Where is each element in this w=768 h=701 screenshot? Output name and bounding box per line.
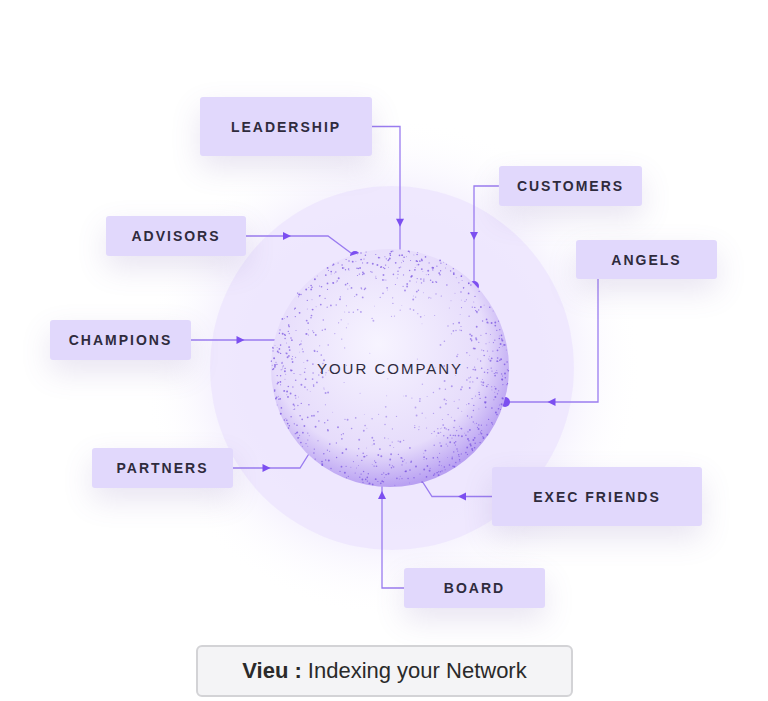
network-box: CHAMPIONS [50,320,191,360]
node-label: EXEC FRIENDS [533,489,660,505]
network-box: PARTNERS [92,448,233,488]
caption-box: Vieu :Indexing your Network [196,645,573,697]
network-box: CUSTOMERS [499,166,642,206]
node-label: YOUR COMPANY [317,360,463,377]
node-label: BOARD [444,580,505,596]
network-box: LEADERSHIP [200,97,372,156]
company-circle: YOUR COMPANY [270,248,510,488]
network-box: ANGELS [576,240,717,279]
node-label: ANGELS [611,252,681,268]
outer-halo [142,118,642,618]
node-label: CUSTOMERS [517,178,624,194]
node-label: PARTNERS [117,460,209,476]
connector-arrow [500,279,598,407]
node-label: CHAMPIONS [69,332,173,348]
connector-arrow [469,186,499,291]
network-box: BOARD [404,568,545,608]
node-label: LEADERSHIP [231,119,341,135]
caption-text: Indexing your Network [308,658,527,684]
node-label: ADVISORS [131,228,220,244]
network-box: ADVISORS [106,216,246,256]
network-box: EXEC FRIENDS [492,467,702,526]
connector-arrow [246,232,360,261]
brand-name: Vieu : [242,658,302,684]
